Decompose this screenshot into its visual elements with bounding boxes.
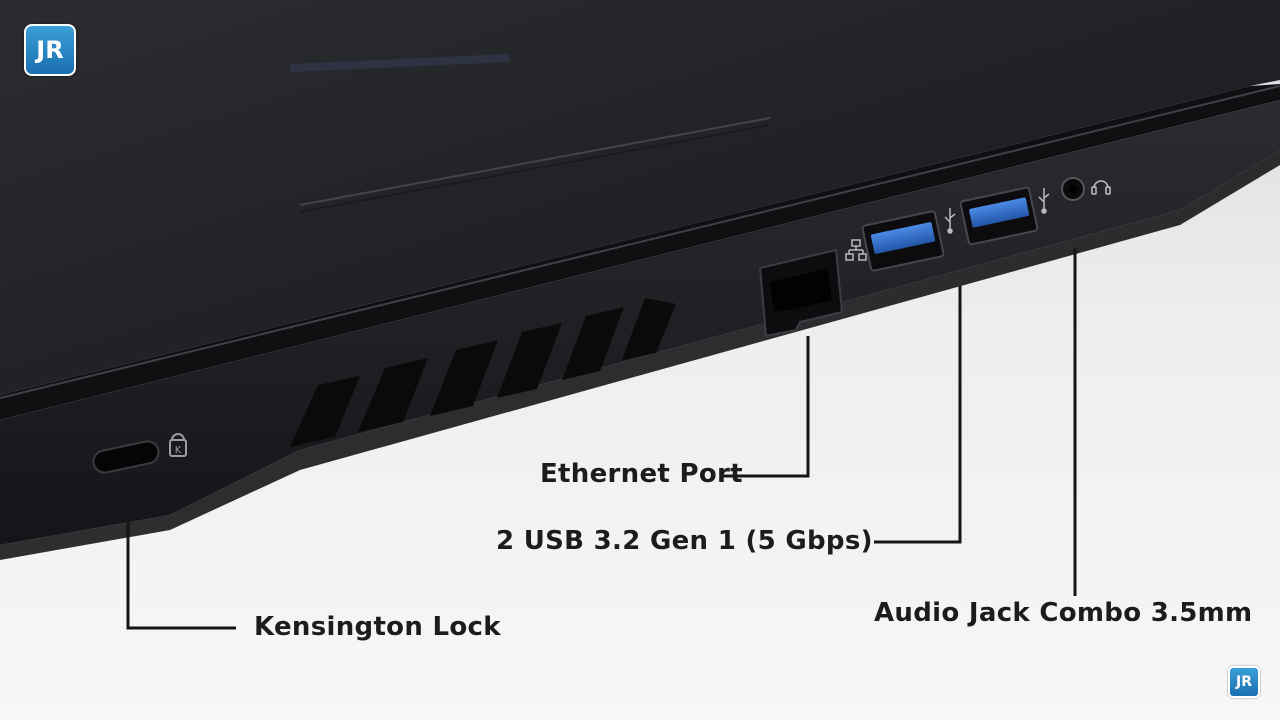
vent-slot (430, 340, 498, 416)
seam-highlight (0, 85, 1280, 399)
usb-icon (944, 208, 956, 234)
kensington-lock-slot (92, 440, 160, 474)
jr-logo-bottom: JR (1228, 666, 1260, 698)
usb-port (861, 210, 945, 272)
lid-crease (299, 117, 771, 206)
headset-icon (1091, 180, 1111, 195)
kensington-lock-label: Kensington Lock (254, 612, 501, 642)
vent-slot (497, 323, 562, 398)
lid-reflection (289, 54, 511, 72)
usb-port (959, 186, 1039, 246)
callout-line-usb (874, 286, 962, 544)
callout-line-kensington (126, 490, 236, 630)
vent-grille (290, 298, 676, 447)
svg-text:K: K (175, 445, 182, 456)
callout-lines (126, 248, 1077, 630)
jr-logo-top: JR (24, 24, 76, 76)
vent-slot (562, 307, 624, 380)
callout-line-ethernet (722, 336, 810, 478)
laptop-bottom-edge (0, 150, 1280, 560)
ethernet-port (758, 248, 844, 338)
vent-slot (622, 298, 676, 360)
usb-icon (1038, 188, 1050, 214)
laptop-seam (0, 84, 1280, 420)
audio-jack (1061, 177, 1085, 201)
audio-jack-label: Audio Jack Combo 3.5mm (874, 598, 1253, 628)
ethernet-port-label: Ethernet Port (540, 459, 743, 489)
usb-ports-label: 2 USB 3.2 Gen 1 (5 Gbps) (496, 526, 873, 556)
ethernet-icon (845, 239, 867, 261)
vent-slot (290, 376, 360, 447)
kensington-icon: K (169, 433, 187, 457)
laptop-lid (0, 0, 1280, 395)
lid-crease-shadow (299, 124, 771, 213)
vent-slot (358, 358, 428, 432)
